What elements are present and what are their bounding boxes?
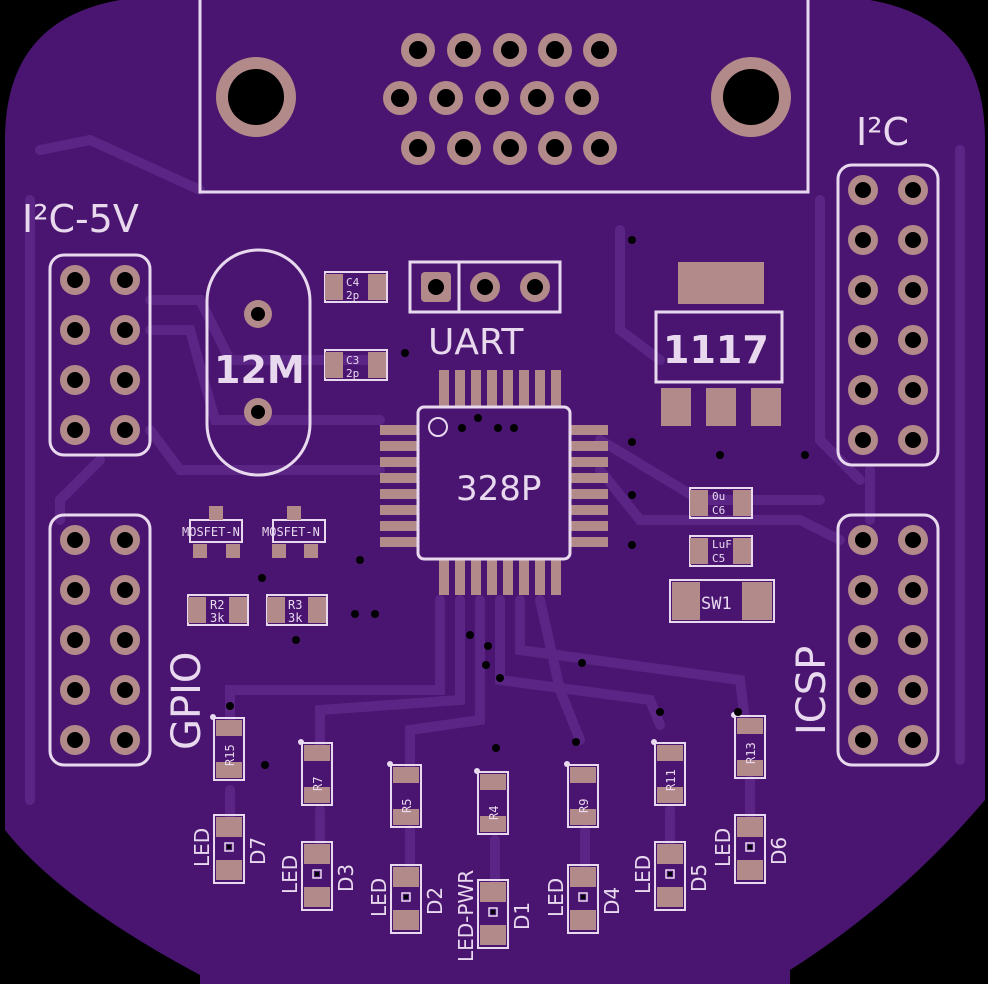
led-type-label: LED [278, 855, 302, 894]
led-d5: LED D5 [631, 841, 711, 911]
led-designator: D3 [334, 864, 358, 892]
mcu-label: 328P [456, 469, 541, 509]
c6-designator: C6 [712, 504, 725, 517]
r3-designator: R3 [288, 598, 302, 612]
resistor-r13: R13 [731, 712, 766, 779]
resistor-r7: R7 [298, 739, 333, 806]
led-type-label: LED [367, 878, 391, 917]
led-designator: D4 [600, 887, 624, 915]
resistor-label: R5 [400, 799, 414, 813]
led-type-label: LED [544, 878, 568, 917]
gpio-header [48, 513, 152, 767]
resistor-label: R4 [487, 806, 501, 820]
capacitor-c4: C4 2p [324, 271, 388, 303]
led-d2: LED D2 [367, 864, 447, 934]
resistor-r2: R2 3k [187, 594, 249, 626]
icsp-label: ICSP [789, 646, 835, 735]
led-d3: LED D3 [278, 841, 358, 911]
c4-designator: C4 [346, 276, 360, 289]
led-d4: LED D4 [544, 864, 624, 934]
capacitor-c6: 0u C6 [689, 487, 753, 519]
crystal-label: 12M [214, 348, 305, 392]
led-type-label: LED-PWR [454, 870, 478, 962]
i2c-5v-label: I²C-5V [22, 197, 139, 241]
led-designator: D7 [246, 837, 270, 865]
c5-value: LuF [712, 538, 732, 551]
mosfet-2-label: MOSFET-N [262, 525, 320, 539]
uart-header [408, 260, 562, 314]
mosfet-1: MOSFET-N [182, 506, 243, 558]
led-type-label: LED [711, 828, 735, 867]
resistor-label: R15 [223, 744, 237, 766]
mosfet-1-label: MOSFET-N [182, 525, 240, 539]
led-d7: LED D7 [190, 814, 270, 884]
vias [226, 236, 809, 769]
led-d1: LED-PWR D1 [454, 870, 534, 962]
switch-sw1: SW1 [669, 579, 775, 623]
c3-designator: C3 [346, 354, 359, 367]
mcu-328p: 328P [380, 370, 608, 595]
regulator-label: 1117 [663, 328, 769, 372]
resistor-r15: R15 [210, 714, 245, 781]
i2c-header [836, 163, 940, 467]
c4-value: 2p [346, 289, 359, 302]
r2-value: 3k [210, 611, 225, 625]
c3-value: 2p [346, 367, 359, 380]
resistor-r4: R4 [474, 768, 509, 835]
led-type-label: LED [190, 828, 214, 867]
resistor-r9: R9 [564, 761, 599, 828]
led-designator: D2 [423, 887, 447, 915]
led-designator: D5 [687, 864, 711, 892]
led-type-label: LED [631, 855, 655, 894]
resistor-r11: R11 [651, 739, 686, 806]
i2c-label: I²C [856, 110, 909, 154]
resistor-label: R13 [744, 742, 758, 764]
resistor-label: R11 [664, 769, 678, 791]
crystal: 12M [205, 248, 312, 477]
c5-designator: C5 [712, 552, 725, 565]
resistor-label: R9 [577, 799, 591, 813]
regulator-1117: 1117 [654, 262, 784, 426]
uart-label: UART [428, 322, 524, 363]
resistor-label: R7 [311, 777, 325, 791]
icsp-header [836, 513, 940, 767]
led-designator: D6 [767, 837, 791, 865]
vga-connector [198, 0, 810, 194]
i2c-5v-header [48, 253, 152, 457]
r3-value: 3k [288, 611, 303, 625]
gpio-label: GPIO [164, 652, 210, 750]
led-designator: D1 [510, 902, 534, 930]
led-d6: LED D6 [711, 814, 791, 884]
mosfet-2: MOSFET-N [262, 506, 326, 558]
resistor-r3: R3 3k [266, 594, 328, 626]
sw1-label: SW1 [701, 594, 732, 614]
r2-designator: R2 [210, 598, 224, 612]
c6-value: 0u [712, 490, 725, 503]
resistor-r5: R5 [387, 761, 422, 828]
capacitor-c5: LuF C5 [689, 535, 753, 567]
capacitor-c3: C3 2p [324, 349, 388, 381]
